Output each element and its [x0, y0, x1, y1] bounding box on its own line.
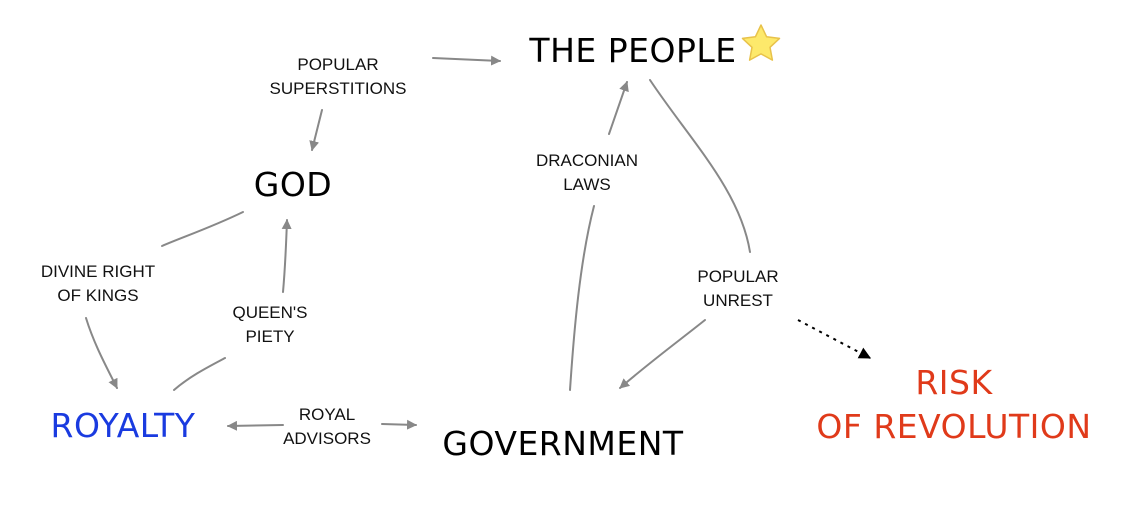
node-government: GOVERNMENT: [442, 424, 684, 463]
edge-superstitions-to-people: [432, 55, 501, 66]
label-popular-superstitions-line2: SUPERSTITIONS: [270, 79, 407, 98]
node-royalty: ROYALTY: [51, 406, 196, 445]
edge-divine-right-to-royalty: [85, 317, 118, 389]
edge-superstitions-to-god: [309, 109, 323, 151]
label-queens-piety-line1: QUEEN'S: [232, 303, 307, 322]
label-royal-advisors-line1: ROYAL: [299, 405, 355, 424]
nodes: THE PEOPLE GOD ROYALTY GOVERNMENT RISK O…: [51, 31, 1092, 463]
label-divine-right-line2: OF KINGS: [57, 286, 138, 305]
edge-government-to-draconian: [569, 205, 595, 391]
edge-people-to-unrest: [649, 79, 751, 253]
label-queens-piety-line2: PIETY: [245, 327, 294, 346]
node-the-people: THE PEOPLE: [528, 31, 736, 70]
label-popular-unrest-line2: UNREST: [703, 291, 773, 310]
label-popular-superstitions-line1: POPULAR: [297, 55, 378, 74]
node-risk-line2: OF REVOLUTION: [816, 407, 1091, 446]
edge-advisors-to-government: [381, 419, 417, 430]
label-popular-unrest-line1: POPULAR: [697, 267, 778, 286]
edge-god-to-divine-right: [161, 211, 244, 247]
edge-advisors-to-royalty: [227, 420, 284, 431]
label-royal-advisors-line2: ADVISORS: [283, 429, 371, 448]
edge-labels: POPULAR SUPERSTITIONS DIVINE RIGHT OF KI…: [41, 55, 779, 448]
label-divine-right-line1: DIVINE RIGHT: [41, 262, 155, 281]
edge-draconian-to-people: [608, 81, 629, 135]
edge-unrest-to-government: [619, 319, 706, 389]
label-draconian-laws-line2: LAWS: [563, 175, 611, 194]
edges: [85, 55, 872, 431]
node-god: GOD: [254, 165, 332, 204]
edge-piety-to-god: [281, 219, 292, 293]
edge-unrest-to-risk: [797, 319, 872, 359]
edge-royalty-to-piety: [173, 357, 226, 391]
star-icon: [741, 24, 781, 61]
label-draconian-laws-line1: DRACONIAN: [536, 151, 638, 170]
node-risk-line1: RISK: [915, 363, 993, 402]
